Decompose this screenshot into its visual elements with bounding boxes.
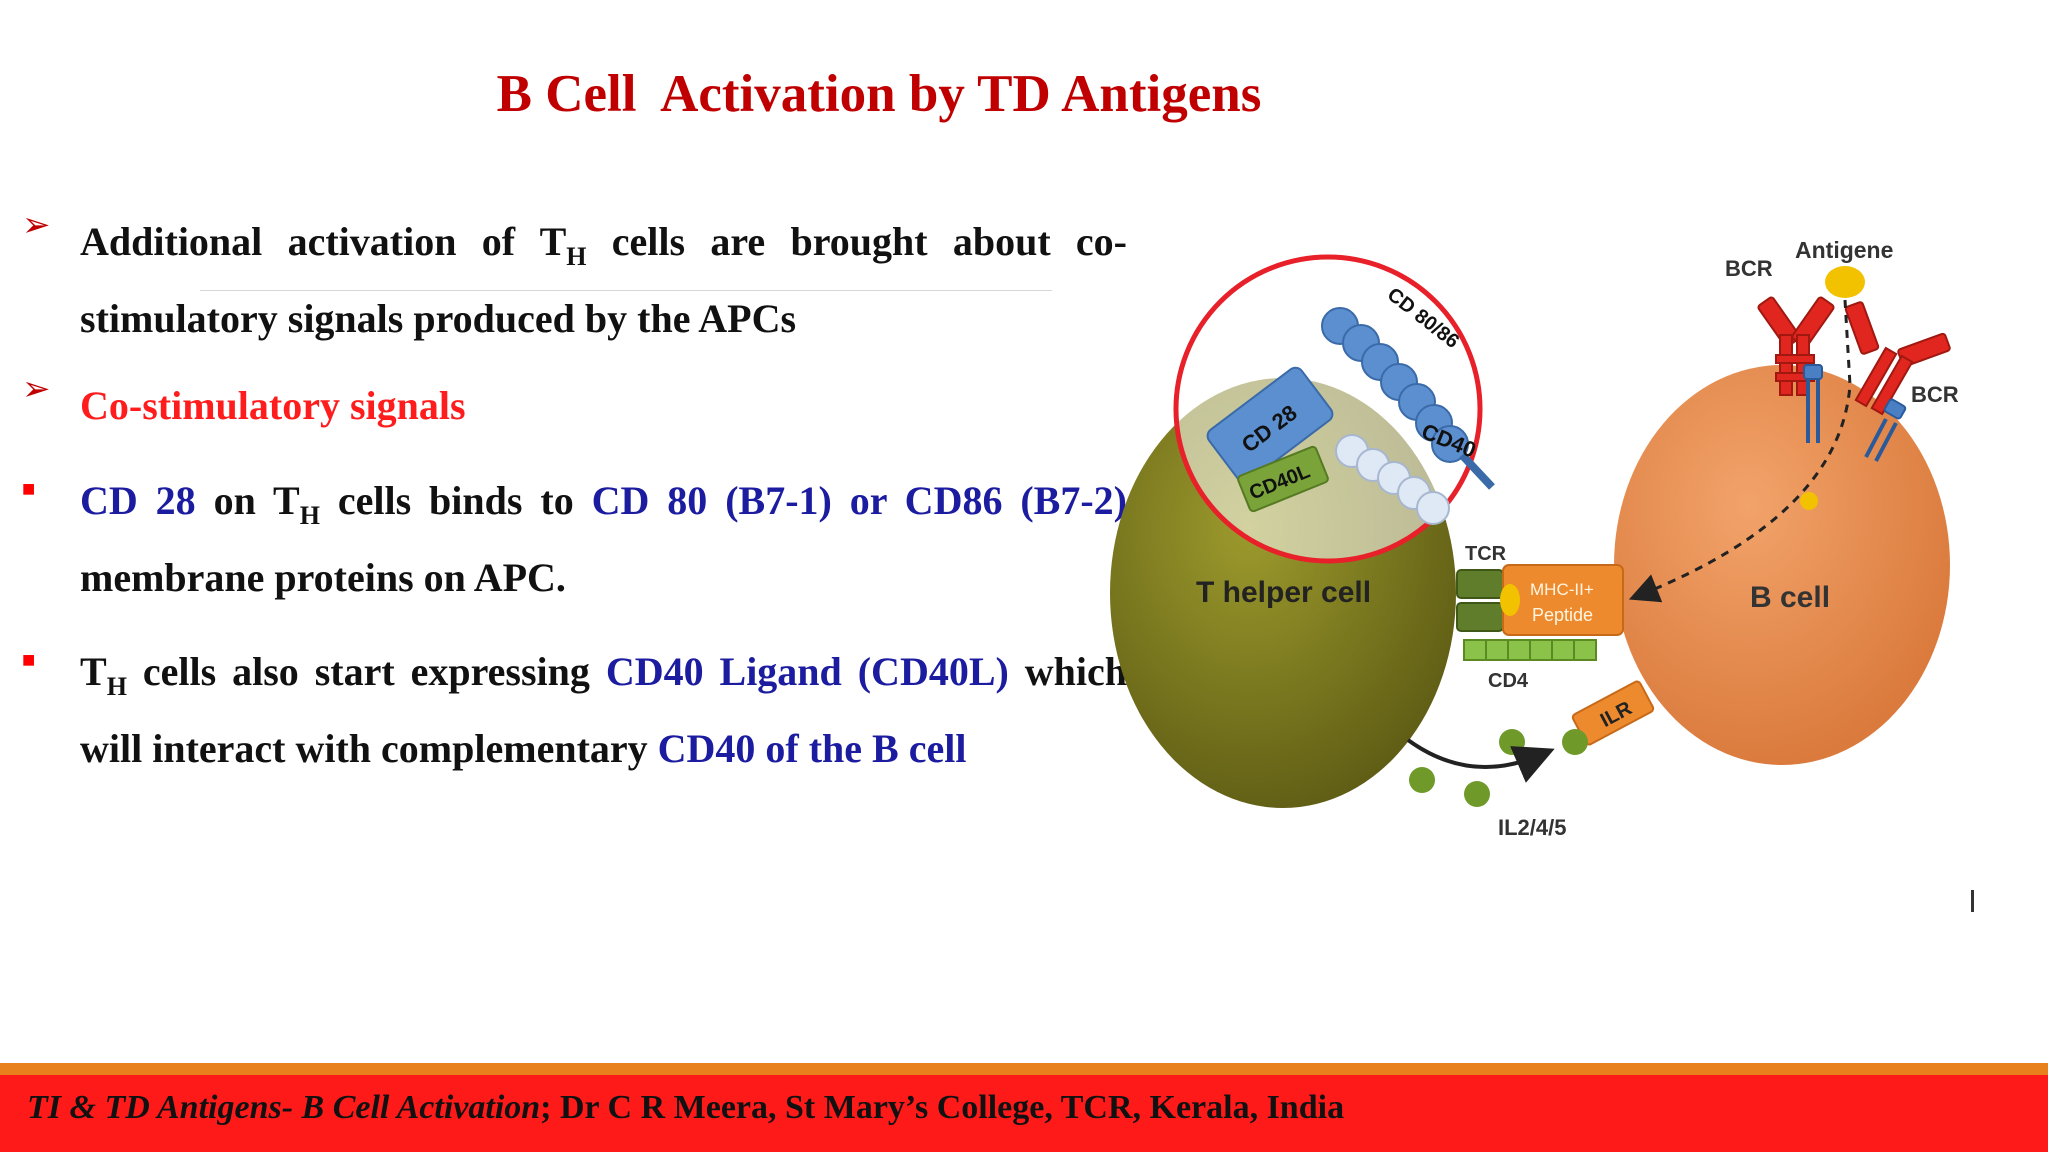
bullet-item-3: ■ CD 28 on TH cells binds to CD 80 (B7-1… [22, 462, 1127, 616]
square-bullet-icon: ■ [22, 647, 36, 672]
antigen [1825, 266, 1865, 298]
il-receptor: ILR [1571, 680, 1655, 746]
cd40-receptor [1335, 434, 1450, 525]
bullet-text: CD 28 on TH cells binds to CD 80 (B7-1) … [80, 462, 1127, 616]
antigene-label: Antigene [1795, 237, 1893, 263]
mhc-label-line2: Peptide [1532, 605, 1593, 625]
footer-accent-bar [0, 1063, 2048, 1075]
antigen-internalization-path [1628, 299, 1852, 603]
arrow-bullet-icon: ➢ [22, 205, 51, 245]
footer-text: TI & TD Antigens- B Cell Activation; Dr … [27, 1089, 1344, 1127]
bullet-text: Additional activation of TH cells are br… [80, 203, 1127, 357]
bcr-left-signaling [1803, 364, 1823, 443]
bullet-text-segment: cells are brought about co-stimulatory s… [80, 219, 1127, 341]
bullet-text-segment: on T [195, 478, 300, 523]
bullet-item-1: ➢ Additional activation of TH cells are … [22, 203, 1127, 357]
bcr-left [1757, 296, 1835, 396]
bullet-text-segment: Additional activation of T [80, 219, 567, 264]
tcr-receptor [1456, 569, 1504, 632]
bcr-left-label: BCR [1725, 256, 1773, 281]
bullet-text-segment: cells also start expressing [126, 649, 606, 694]
il-label: IL2/4/5 [1498, 815, 1566, 840]
square-bullet-icon: ■ [22, 476, 36, 501]
b-cell [1614, 365, 1950, 765]
b-cell-label: B cell [1750, 581, 1830, 614]
arrow-bullet-icon: ➢ [22, 369, 51, 409]
bullet-text-segment: CD 80 (B7-1) or CD86 (B7-2) [591, 478, 1127, 523]
bullet-text-segment: CD40 Ligand (CD40L) [605, 649, 1009, 694]
bcr-right-signaling [1864, 398, 1907, 462]
b-cell-activation-diagram: B cell T helper cell CD 28 CD 80/86 CD40… [1110, 237, 1959, 840]
mhc-ii-peptide: MHC-II+ Peptide [1500, 564, 1624, 636]
bcr-right-label: BCR [1911, 382, 1959, 407]
internalized-antigen [1800, 492, 1818, 510]
bullet-text-segment: H [299, 501, 320, 530]
bullet-text-segment: T [80, 649, 107, 694]
cd40l-ligand: CD40L [1237, 445, 1329, 513]
divider-line [200, 290, 1052, 291]
footer-bar: TI & TD Antigens- B Cell Activation; Dr … [0, 1075, 2048, 1152]
bullet-text-segment: membrane proteins on APC. [80, 555, 566, 600]
bullet-text-segment: cells binds to [319, 478, 592, 523]
bullet-text-segment: CD40 of the B cell [657, 726, 967, 771]
cytokine-arrow [1406, 738, 1555, 783]
bullet-item-4: ■ TH cells also start expressing CD40 Li… [22, 633, 1127, 787]
bullet-text-segment: Co-stimulatory signals [80, 383, 466, 428]
slide-title: B Cell Activation by TD Antigens [496, 65, 1262, 123]
mhc-label-line1: MHC-II+ [1530, 580, 1594, 599]
footer-italic: TI & TD Antigens- B Cell Activation [27, 1089, 541, 1126]
cd80-86-ligand [1321, 307, 1495, 490]
cd4-label: CD4 [1488, 670, 1529, 692]
bcr-right [1844, 301, 1951, 416]
bullet-text-segment: H [566, 242, 587, 271]
bullet-text: Co-stimulatory signals [80, 367, 1127, 444]
bullet-text-segment: H [106, 672, 127, 701]
bullet-text-segment: CD 28 [80, 478, 196, 523]
text-cursor [1971, 890, 1974, 912]
bullet-text: TH cells also start expressing CD40 Liga… [80, 633, 1127, 787]
t-helper-cell-label: T helper cell [1196, 576, 1371, 609]
bullet-item-2: ➢ Co-stimulatory signals [22, 367, 1127, 444]
cd4-coreceptor [1463, 639, 1597, 661]
footer-rest: ; Dr C R Meera, St Mary’s College, TCR, … [540, 1089, 1345, 1126]
cytokine-il2-4-5 [1409, 729, 1588, 807]
bullet-text-segment: which will interact with complementary [80, 649, 1128, 771]
cd28-receptor: CD 28 [1206, 366, 1334, 484]
bullet-list: ➢ Additional activation of TH cells are … [0, 0, 1160, 1000]
tcr-label: TCR [1465, 543, 1507, 565]
